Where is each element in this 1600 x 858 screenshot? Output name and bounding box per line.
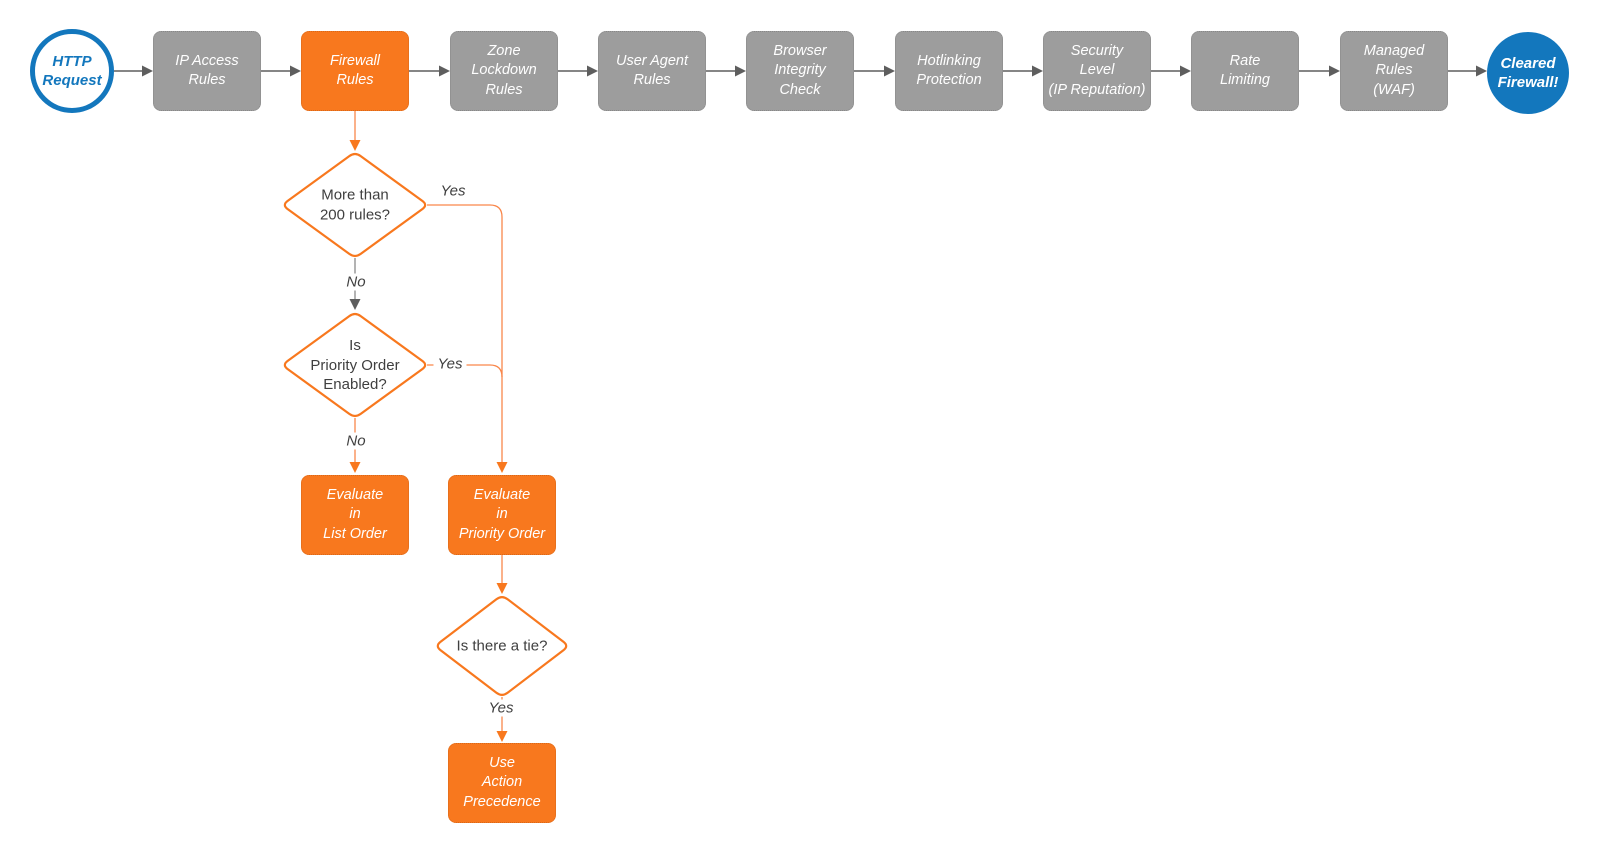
- arrow-hotlinking-to-security-level: [1003, 65, 1043, 77]
- decision-is-there-a-tie-shape: [436, 596, 568, 696]
- edge-label-decision1-yes: Yes: [436, 182, 470, 200]
- node-firewall-rules: Firewall Rules: [301, 31, 409, 111]
- node-http-request: HTTP Request: [30, 29, 114, 113]
- node-ip-access-rules: IP Access Rules: [153, 31, 261, 111]
- arrow-firewall-to-decision1: [349, 110, 361, 151]
- decision-priority-order-enabled: Is Priority Order Enabled?: [310, 336, 400, 393]
- node-security-level: Security Level (IP Reputation): [1043, 31, 1151, 111]
- arrow-start-to-ip-access: [114, 65, 153, 77]
- arrow-zone-lockdown-to-user-agent: [558, 65, 598, 77]
- edge-label-decision2-no: No: [342, 432, 370, 450]
- node-user-agent-rules: User Agent Rules: [598, 31, 706, 111]
- arrow-firewall-to-zone-lockdown: [409, 65, 450, 77]
- arrow-ip-access-to-firewall: [261, 65, 301, 77]
- node-managed-rules-waf: Managed Rules (WAF): [1340, 31, 1448, 111]
- arrow-browser-integrity-to-hotlinking: [854, 65, 895, 77]
- node-hotlinking-protection: Hotlinking Protection: [895, 31, 1003, 111]
- edge-label-decision1-no: No: [342, 273, 370, 291]
- node-rate-limiting: Rate Limiting: [1191, 31, 1299, 111]
- node-browser-integrity-check: Browser Integrity Check: [746, 31, 854, 111]
- decision-priority-order-enabled-shape: [283, 312, 427, 418]
- arrow-priority-order-to-decision3: [496, 555, 508, 594]
- decision-more-than-200-rules: More than 200 rules?: [319, 186, 391, 224]
- node-cleared-firewall: Cleared Firewall!: [1487, 32, 1569, 114]
- edge-label-decision2-yes: Yes: [433, 355, 467, 373]
- node-use-action-precedence: Use Action Precedence: [448, 743, 556, 823]
- arrow-decision2-yes-join: [427, 364, 503, 378]
- node-zone-lockdown-rules: Zone Lockdown Rules: [450, 31, 558, 111]
- decision-is-there-a-tie: Is there a tie?: [456, 637, 548, 655]
- node-evaluate-in-priority-order: Evaluate in Priority Order: [448, 475, 556, 555]
- node-evaluate-in-list-order: Evaluate in List Order: [301, 475, 409, 555]
- arrow-managed-rules-to-end: [1448, 65, 1487, 77]
- arrow-security-level-to-rate-limiting: [1151, 65, 1191, 77]
- arrow-decision1-yes-to-priority-order: [427, 204, 508, 473]
- arrow-user-agent-to-browser-integrity: [706, 65, 746, 77]
- decision-more-than-200-rules-shape: [283, 152, 427, 258]
- edge-label-decision3-yes: Yes: [484, 699, 518, 717]
- arrow-rate-limiting-to-managed-rules: [1299, 65, 1340, 77]
